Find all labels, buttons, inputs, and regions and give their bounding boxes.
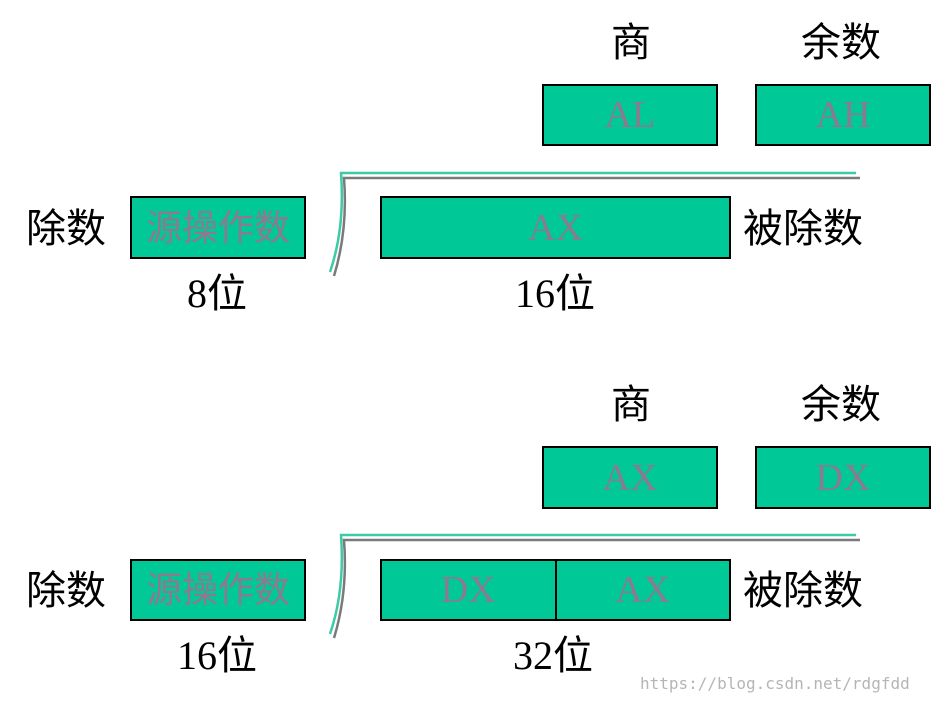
remainder-register-box: DX (755, 446, 931, 509)
dividend-low-register: AX (554, 561, 730, 619)
dividend-high-register: DX (382, 561, 555, 619)
dividend-low-register-name: AX (615, 569, 671, 611)
divisor-label: 除数 (26, 568, 106, 613)
dividend-size-label: 16位 (515, 271, 595, 316)
dividend-register-name: AX (528, 206, 583, 249)
divisor-source-operand-text: 源操作数 (145, 570, 290, 610)
dividend-register-pair-box: DX AX (380, 559, 731, 621)
divisor-label: 除数 (26, 206, 106, 251)
quotient-register-box: AL (542, 84, 718, 146)
remainder-register-name: AH (815, 94, 871, 136)
dividend-high-register-name: DX (440, 569, 496, 611)
dividend-register-box: AX (380, 196, 731, 259)
quotient-label: 商 (611, 20, 651, 65)
remainder-label: 余数 (801, 382, 881, 427)
divisor-source-operand-box: 源操作数 (130, 559, 306, 621)
dividend-label: 被除数 (743, 206, 863, 251)
quotient-register-box: AX (542, 446, 718, 509)
remainder-register-box: AH (755, 84, 931, 146)
quotient-register-name: AX (602, 456, 658, 499)
remainder-register-name: DX (815, 456, 871, 499)
divisor-size-label: 8位 (187, 271, 247, 316)
divisor-size-label: 16位 (177, 633, 257, 678)
quotient-label: 商 (611, 382, 651, 427)
quotient-register-name: AL (604, 94, 656, 136)
dividend-size-label: 32位 (513, 633, 593, 678)
remainder-label: 余数 (801, 20, 881, 65)
dividend-label: 被除数 (743, 568, 863, 613)
divisor-source-operand-text: 源操作数 (145, 207, 290, 248)
divisor-source-operand-box: 源操作数 (130, 196, 306, 259)
watermark-text: https://blog.csdn.net/rdgfdd (640, 674, 910, 693)
